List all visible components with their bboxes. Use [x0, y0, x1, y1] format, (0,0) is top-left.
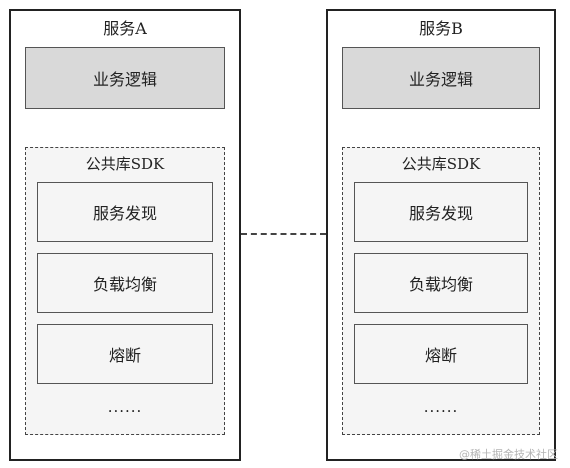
service-b-box: 服务B 业务逻辑 公共库SDK 服务发现 负载均衡 熔断 ...... — [326, 9, 556, 461]
service-a-title: 服务A — [103, 19, 147, 38]
service-b-sdk-title: 公共库SDK — [401, 155, 481, 173]
service-b-sdk-container: 公共库SDK 服务发现 负载均衡 熔断 ...... — [342, 147, 540, 435]
service-b-module-load-balancing: 负载均衡 — [354, 253, 528, 313]
service-a-module-service-discovery: 服务发现 — [37, 182, 213, 242]
service-a-box: 服务A 业务逻辑 公共库SDK 服务发现 负载均衡 熔断 ...... — [9, 9, 241, 461]
service-a-business-logic: 业务逻辑 — [25, 47, 225, 109]
service-a-sdk-title: 公共库SDK — [85, 155, 165, 173]
service-a-module-load-balancing: 负载均衡 — [37, 253, 213, 313]
service-a-more-ellipsis: ...... — [107, 398, 143, 416]
dashed-connector-line — [241, 233, 326, 235]
service-b-module-service-discovery: 服务发现 — [354, 182, 528, 242]
service-a-sdk-container: 公共库SDK 服务发现 负载均衡 熔断 ...... — [25, 147, 225, 435]
service-b-module-circuit-breaker: 熔断 — [354, 324, 528, 384]
service-b-business-logic: 业务逻辑 — [342, 47, 540, 109]
service-b-more-ellipsis: ...... — [423, 398, 459, 416]
service-b-title: 服务B — [419, 19, 463, 38]
service-a-module-circuit-breaker: 熔断 — [37, 324, 213, 384]
watermark-text: @稀土掘金技术社区 — [459, 448, 558, 461]
